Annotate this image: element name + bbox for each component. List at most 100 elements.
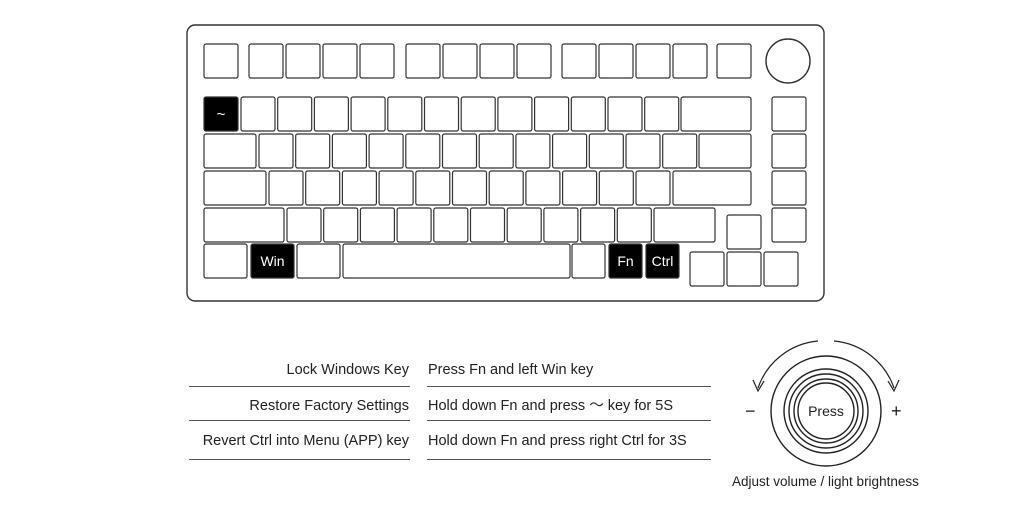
key: [286, 207, 322, 243]
key: [771, 207, 807, 243]
key: [405, 43, 441, 79]
key: [203, 207, 285, 243]
method-ctrl-menu: Hold down Fn and press right Ctrl for 3S: [428, 433, 687, 449]
divider: [189, 420, 410, 421]
key: [588, 133, 624, 169]
rotate-left-arrow: [757, 340, 819, 389]
key: [598, 170, 634, 206]
key: [350, 96, 386, 132]
key: [763, 251, 799, 287]
volume-down-sign: −: [745, 401, 756, 421]
divider: [427, 386, 711, 387]
key: [625, 133, 661, 169]
key: [296, 243, 341, 279]
key: [698, 133, 752, 169]
key: [662, 133, 698, 169]
key: [771, 96, 807, 132]
key-label-ctrl: Ctrl: [652, 253, 674, 269]
rotate-right-arrowhead: [887, 379, 900, 393]
key-win: [250, 243, 295, 279]
key: [771, 133, 807, 169]
key: [635, 170, 671, 206]
key: [635, 43, 671, 79]
key: [506, 207, 542, 243]
key: [488, 170, 524, 206]
key: [203, 43, 239, 79]
key: [680, 96, 752, 132]
key: [497, 96, 533, 132]
key: [551, 133, 588, 169]
key: [331, 133, 367, 169]
function-label-lock-win: Lock Windows Key: [286, 362, 410, 378]
keyboard-knob: [765, 38, 811, 84]
key: [441, 133, 478, 169]
key: [268, 170, 304, 206]
key: [533, 96, 570, 132]
key: [543, 207, 579, 243]
rotate-left-arrowhead: [752, 379, 765, 393]
key: [359, 207, 395, 243]
key: [716, 43, 752, 79]
function-label-factory-reset: Restore Factory Settings: [249, 398, 409, 414]
key: [387, 96, 423, 132]
knob-press-label: Press: [808, 403, 844, 419]
key: [672, 170, 752, 206]
key: [323, 207, 359, 243]
key: [451, 170, 488, 206]
key: [295, 133, 331, 169]
key: [478, 133, 514, 169]
key: [653, 207, 716, 243]
knob-ring: [788, 373, 864, 449]
key-tilde: [203, 96, 239, 132]
key: [368, 133, 404, 169]
key: [442, 43, 478, 79]
key: [644, 96, 680, 132]
key: [415, 170, 451, 206]
key: [570, 96, 606, 132]
key: [607, 96, 643, 132]
key: [341, 170, 377, 206]
key: [258, 133, 294, 169]
key: [248, 43, 284, 79]
key: [579, 207, 616, 243]
key: [433, 207, 469, 243]
knob-ring: [783, 368, 869, 454]
key-label-win: Win: [260, 253, 284, 269]
volume-up-sign: +: [891, 401, 902, 421]
key: [359, 43, 395, 79]
key: [203, 243, 248, 279]
method-factory-reset: Hold down Fn and press 〜 key for 5S: [428, 398, 674, 414]
key: [305, 170, 341, 206]
divider: [427, 420, 711, 421]
key: [405, 133, 441, 169]
key: [342, 243, 571, 279]
key-label-tilde: ~: [217, 106, 226, 123]
key: [515, 133, 551, 169]
divider: [189, 459, 410, 460]
key: [378, 170, 414, 206]
key: [240, 96, 276, 132]
rotate-right-arrow: [833, 340, 895, 389]
key: [616, 207, 652, 243]
method-lock-win: Press Fn and left Win key: [428, 362, 594, 378]
key: [469, 207, 506, 243]
key: [313, 96, 349, 132]
key: [726, 214, 762, 250]
key: [561, 43, 597, 79]
key: [460, 96, 496, 132]
key: [479, 43, 515, 79]
function-label-ctrl-menu: Revert Ctrl into Menu (APP) key: [202, 433, 409, 449]
key: [285, 43, 321, 79]
knob-ring: [793, 378, 859, 444]
key: [277, 96, 313, 132]
key: [516, 43, 552, 79]
knob-ring-outer: [770, 355, 882, 467]
key: [571, 243, 606, 279]
key: [396, 207, 432, 243]
keyboard-case: [186, 24, 825, 302]
key: [726, 251, 762, 287]
key: [322, 43, 358, 79]
key: [561, 170, 598, 206]
